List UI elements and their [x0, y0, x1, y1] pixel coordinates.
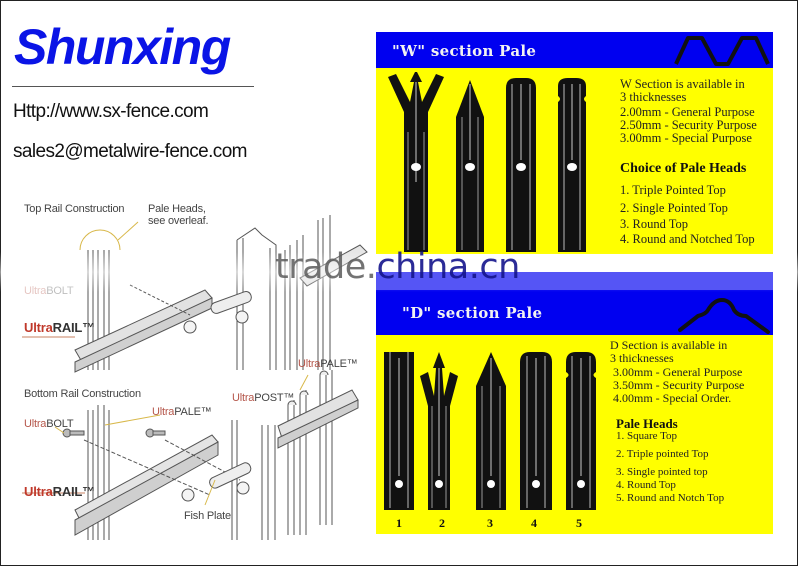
d-heads-title: Pale Heads — [616, 416, 678, 431]
fish-plate-label: Fish Plate — [184, 510, 231, 522]
d-section-pales — [384, 352, 596, 510]
email-link[interactable]: sales2@metalwire-fence.com — [13, 141, 247, 162]
w-pale-round-top — [506, 78, 536, 252]
d-thickness-3: 4.00mm - Special Order. — [613, 391, 732, 405]
ultrapost-label: UltraPOST™ — [232, 392, 294, 404]
bottom-ultrapale-label: UltraPALE™ — [152, 406, 212, 418]
d-pale-number-1: 1 — [396, 516, 402, 530]
rail-text: RAIL™ — [52, 320, 96, 335]
w-thickness-3: 3.00mm - Special Purpose — [620, 131, 752, 145]
pale-heads-note: Pale Heads, see overleaf. — [148, 203, 209, 227]
d-section-panel: "D" section Pale — [376, 290, 773, 534]
watermark-part2: china.cn — [376, 247, 520, 287]
d-head-2: 2. Triple pointed Top — [616, 448, 709, 460]
w-profile-icon — [674, 36, 770, 66]
d-section-specs: D Section is available in 3 thicknesses … — [610, 339, 744, 505]
d-thickness-1: 3.00mm - General Purpose — [613, 365, 743, 379]
pale-text: PALE™ — [320, 358, 358, 370]
top-ultrapale-label: UltraPALE™ — [298, 358, 358, 370]
d-head-5: 5. Round and Notch Top — [616, 492, 725, 504]
ultra-prefix: Ultra — [24, 320, 53, 335]
pale-heads-note-line2: see overleaf. — [148, 215, 209, 227]
top-ultrarail-label: UltraRAIL™ — [24, 320, 95, 335]
watermark: trade.china.cn — [275, 247, 520, 287]
d-section-title: "D" section Pale — [402, 304, 543, 322]
w-heads-title: Choice of Pale Heads — [620, 161, 747, 176]
rail-construction-diagram: Top Rail Construction Pale Heads, see ov… — [0, 190, 375, 560]
post-text: POST™ — [254, 392, 295, 404]
d-pale-number-5: 5 — [576, 516, 582, 530]
w-thickness-1: 2.00mm - General Purpose — [620, 105, 755, 119]
w-intro-line2: 3 thicknesses — [620, 90, 687, 104]
ultra-prefix: Ultra — [24, 484, 53, 499]
bottom-ultrabolt-label: UltraBOLT — [24, 418, 74, 430]
w-head-4: 4. Round and Notched Top — [620, 232, 755, 246]
website-link[interactable]: Http://www.sx-fence.com — [13, 101, 209, 122]
w-section-pales — [388, 72, 586, 252]
bottom-ultrarail-label: UltraRAIL™ — [24, 484, 95, 499]
d-head-4: 4. Round Top — [616, 479, 676, 491]
w-thickness-2: 2.50mm - Security Purpose — [620, 118, 757, 132]
fence-assembly-illustration — [22, 215, 368, 540]
w-pale-triple-pointed — [388, 72, 444, 252]
w-head-2: 2. Single Pointed Top — [620, 201, 728, 215]
d-head-1: 1. Square Top — [616, 430, 678, 442]
w-intro-line1: W Section is available in — [620, 77, 745, 91]
watermark-blue-strip — [376, 272, 773, 290]
brand-divider — [12, 86, 254, 87]
w-head-3: 3. Round Top — [620, 217, 688, 231]
rail-text: RAIL™ — [52, 484, 96, 499]
brand-logo: Shunxing — [14, 19, 231, 75]
w-pale-single-pointed — [456, 80, 484, 252]
ultra-prefix: Ultra — [152, 406, 175, 418]
d-intro-line1: D Section is available in — [610, 338, 728, 352]
watermark-part1: trade. — [275, 247, 377, 287]
pale-heads-note-line1: Pale Heads, — [148, 203, 206, 215]
d-profile-icon — [678, 298, 770, 334]
w-section-header: "W" section Pale — [376, 32, 773, 68]
ultra-prefix: Ultra — [24, 418, 47, 430]
d-pale-round-top — [520, 352, 552, 510]
bottom-rail-construction-label: Bottom Rail Construction — [24, 388, 141, 400]
d-pale-square-top — [384, 352, 414, 510]
d-pale-round-notch — [566, 352, 596, 510]
ultra-prefix: Ultra — [232, 392, 255, 404]
w-section-title: "W" section Pale — [392, 42, 537, 60]
d-intro-line2: 3 thicknesses — [610, 351, 674, 365]
d-pale-number-3: 3 — [487, 516, 493, 530]
ultra-prefix: Ultra — [298, 358, 321, 370]
w-pale-round-notched — [558, 78, 586, 252]
d-pale-triple-pointed — [420, 352, 458, 510]
top-rail-construction-label: Top Rail Construction — [24, 203, 125, 215]
d-pale-single-pointed — [476, 352, 506, 510]
bolt-text: BOLT — [46, 418, 74, 430]
d-section-header: "D" section Pale — [376, 290, 773, 335]
d-thickness-2: 3.50mm - Security Purpose — [613, 378, 745, 392]
w-section-panel: "W" section Pale — [376, 32, 773, 254]
d-pale-number-2: 2 — [439, 516, 445, 530]
w-head-1: 1. Triple Pointed Top — [620, 183, 726, 197]
pale-text: PALE™ — [174, 406, 212, 418]
d-head-3: 3. Single pointed top — [616, 466, 708, 478]
w-section-specs: W Section is available in 3 thicknesses … — [620, 78, 757, 246]
d-pale-number-4: 4 — [531, 516, 537, 530]
